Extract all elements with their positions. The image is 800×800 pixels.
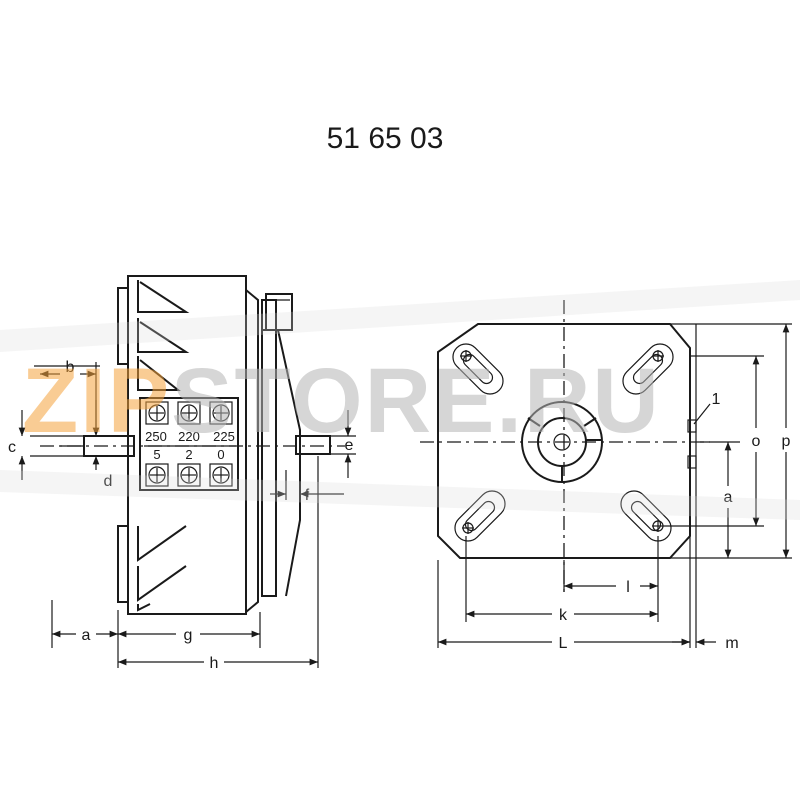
side-dimension-lines — [18, 362, 356, 668]
terminal-label-top-2: 220 — [178, 429, 200, 444]
housing-front-plate — [117, 287, 129, 365]
terminal-label-bottom-1: 5 — [153, 447, 160, 462]
mounting-slot-top-left — [452, 343, 504, 395]
drawing-title: 51 65 03 — [327, 122, 444, 155]
top-cap — [265, 293, 293, 331]
side-tab — [687, 324, 697, 648]
terminal-screws-top — [145, 401, 233, 425]
mounting-slot-top-right — [622, 343, 674, 395]
watermark-text: ZIPSTORE.RU — [22, 350, 661, 452]
cooling-fins-top — [137, 280, 190, 391]
rotor-flange — [261, 299, 277, 597]
center-hub — [521, 401, 603, 483]
terminal-label-top-3: 225 — [213, 429, 235, 444]
side-view: 250 220 225 5 2 0 — [8, 275, 356, 672]
terminal-label-bottom-2: 2 — [185, 447, 192, 462]
dim-label-l: l — [626, 579, 630, 596]
terminal-screws-bottom — [145, 463, 233, 487]
motor-housing — [127, 275, 247, 615]
terminal-label-bottom-3: 0 — [217, 447, 224, 462]
dim-label-e: e — [345, 437, 354, 454]
housing-front-plate-lower — [117, 525, 129, 603]
dim-label-g: g — [184, 627, 193, 644]
dim-label-p: p — [782, 433, 791, 450]
dim-label-k: k — [559, 607, 568, 624]
motor-bell — [245, 289, 259, 613]
terminal-block: 250 220 225 5 2 0 — [139, 397, 239, 491]
front-view: p o a l k L m 1 — [420, 300, 792, 652]
dim-label-d: d — [104, 473, 113, 490]
dim-label-a-front: a — [724, 489, 733, 506]
dim-label-h: h — [210, 655, 219, 672]
note-label-1: 1 — [712, 391, 721, 408]
dim-label-f: f — [305, 487, 310, 504]
mounting-slot-bottom-right — [620, 490, 672, 542]
dim-label-L: L — [559, 635, 568, 652]
mounting-slot-bottom-left — [454, 490, 506, 542]
dim-label-m: m — [725, 635, 738, 652]
watermark-accent: ZIP — [22, 350, 171, 452]
cooling-fins-bottom — [137, 525, 187, 612]
terminal-label-top-1: 250 — [145, 429, 167, 444]
shaft — [40, 435, 345, 457]
watermark: ZIPSTORE.RU — [0, 280, 800, 520]
dim-label-o: o — [752, 433, 761, 450]
dim-label-b: b — [66, 359, 75, 376]
dim-label-c: c — [8, 439, 16, 456]
front-dimension-lines — [437, 323, 792, 648]
dim-label-a-side: a — [82, 627, 91, 644]
watermark-rest: STORE.RU — [171, 350, 661, 452]
